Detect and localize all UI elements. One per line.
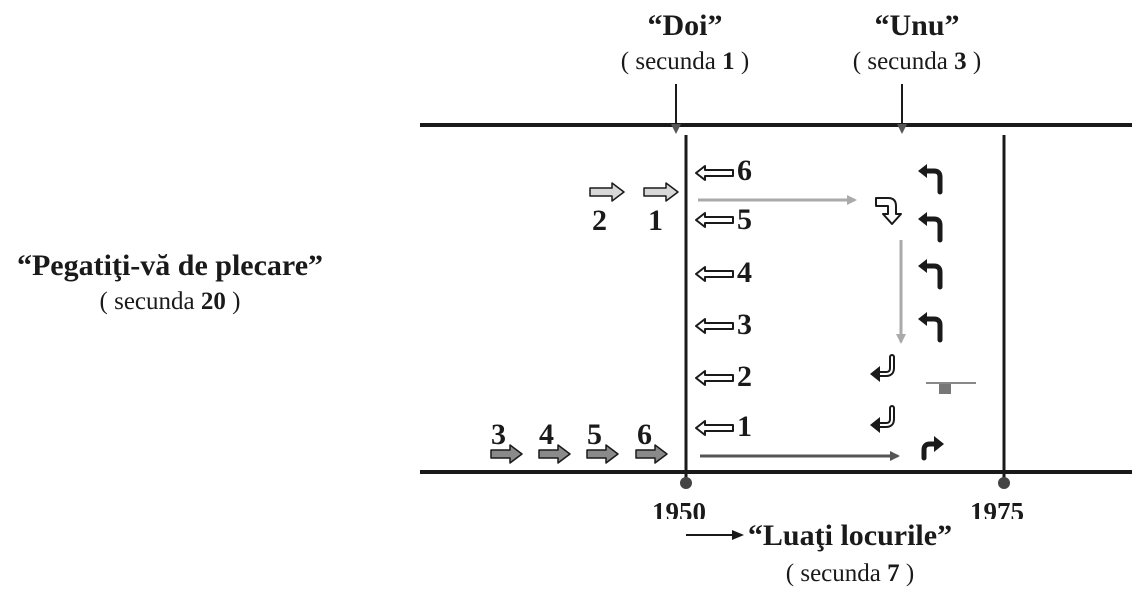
- waiting-number-2: 2: [592, 204, 607, 237]
- axis-dot-1950: [680, 477, 692, 489]
- lane-number-2: 2: [737, 360, 752, 393]
- waiting-arrow-3-icon: [490, 444, 523, 464]
- unu-second: ( secunda 3 ): [852, 48, 982, 75]
- turn-arrow-1-icon: [923, 168, 943, 195]
- waiting-number-4: 4: [539, 418, 554, 451]
- waiting-number-1: 1: [648, 204, 663, 237]
- lane-arrow-1-icon: [695, 420, 734, 436]
- lane-number-6: 6: [737, 154, 752, 187]
- waiting-number-6: 6: [637, 418, 652, 451]
- waiting-arrow-5-icon: [586, 444, 619, 464]
- waiting-arrow-6-icon: [635, 444, 668, 464]
- turn-arrow-2-icon: [923, 216, 943, 243]
- lane-arrow-2-icon: [695, 370, 734, 386]
- waiting-arrow-4-icon: [538, 444, 571, 464]
- turn-arrow-4-icon: [923, 316, 943, 343]
- doi-second: ( secunda 1 ): [620, 48, 750, 75]
- lane-arrow-3-icon: [695, 318, 734, 334]
- lane-number-4: 4: [737, 256, 752, 289]
- luati-label: “Luaţi locurile” ( secunda 7 ): [740, 520, 960, 588]
- waiting-arrow-1-icon: [643, 182, 679, 202]
- lane-arrow-6-icon: [695, 165, 734, 181]
- lane-number-3: 3: [737, 308, 752, 341]
- lane-number-1: 1: [737, 410, 752, 443]
- axis-dot-1975: [998, 477, 1010, 489]
- waiting-number-5: 5: [587, 418, 602, 451]
- turn-down-arrow-icon: [875, 197, 902, 225]
- unu-title: “Unu”: [874, 9, 960, 42]
- waiting-arrow-2-icon: [589, 182, 625, 202]
- pregatiti-second: ( secunda 20 ): [99, 288, 241, 315]
- axis-label-1975: 1975: [970, 500, 1024, 519]
- luati-second: ( secunda 7 ): [785, 560, 915, 587]
- pregatiti-title: “Pegatiţi-vă de plecare”: [16, 249, 324, 282]
- small-block-marker: [939, 384, 951, 394]
- turn-arrow-3-icon: [923, 263, 943, 290]
- lane-arrow-5-icon: [695, 212, 734, 228]
- luati-title: “Luaţi locurile”: [747, 519, 953, 552]
- unu-label: “Unu” ( secunda 3 ): [832, 10, 1002, 76]
- lane-number-5: 5: [737, 203, 752, 236]
- axis-label-1950: 1950: [652, 500, 706, 519]
- pregatiti-label: “Pegatiţi-vă de plecare” ( secunda 20 ): [0, 250, 340, 316]
- doi-title: “Doi”: [647, 9, 723, 42]
- waiting-number-3: 3: [491, 418, 506, 451]
- exit-arrow-icon: [921, 441, 937, 461]
- lane-arrow-4-icon: [695, 266, 734, 282]
- doi-label: “Doi” ( secunda 1 ): [600, 10, 770, 76]
